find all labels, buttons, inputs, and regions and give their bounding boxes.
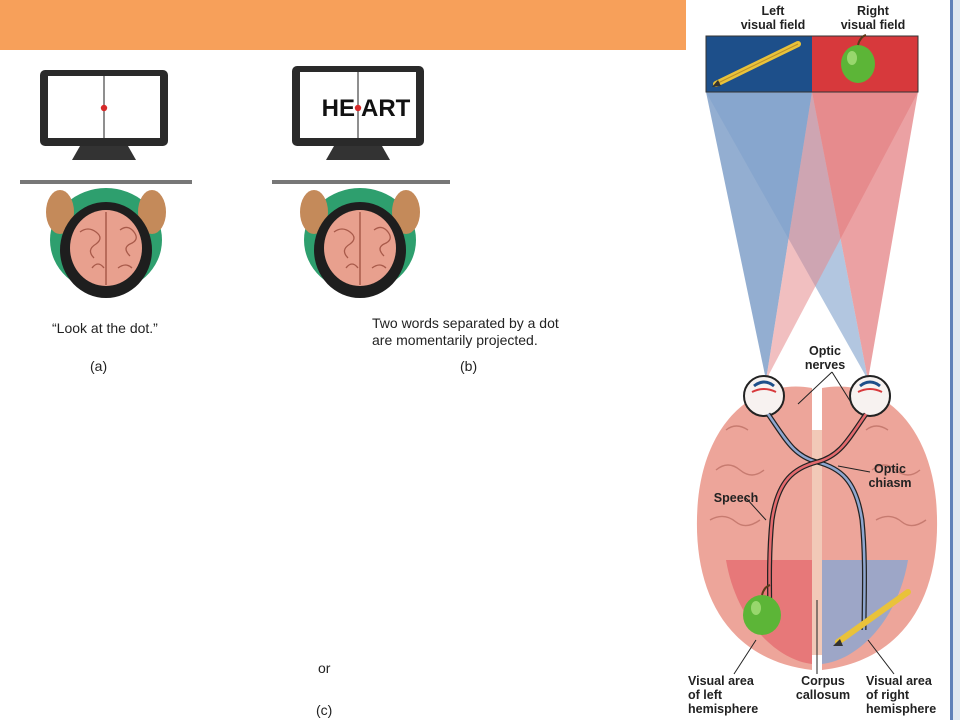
slide-edge-decoration	[950, 0, 960, 720]
panel-c-label: (c)	[316, 702, 333, 718]
header-banner	[0, 0, 686, 50]
panel-b-illustration: HE ART	[272, 66, 450, 298]
panel-a-illustration	[20, 70, 192, 298]
panel-b-caption-1: Two words separated by a dot	[372, 315, 559, 331]
apple-brain-icon	[743, 584, 781, 635]
label-speech: Speech	[713, 491, 759, 505]
corpus-callosum-band	[812, 430, 822, 655]
left-field-ray-to-right-eye	[706, 92, 868, 380]
panel-b-label: (b)	[460, 358, 478, 374]
fixation-dot	[100, 104, 108, 112]
fixation-dot-b	[354, 104, 362, 112]
panel-b-caption-2: are momentarily projected.	[372, 332, 538, 348]
visual-pathway-diagram	[686, 0, 950, 720]
pencil-icon	[712, 41, 801, 87]
panel-a-label: (a)	[90, 358, 108, 374]
pencil-brain-icon	[833, 589, 911, 646]
panel-a-instruction: “Look at the dot.”	[52, 320, 158, 336]
left-eye-icon	[743, 375, 785, 417]
apple-icon	[841, 34, 875, 83]
screen-word-right: ART	[361, 95, 411, 122]
screen-word-left: HE	[322, 95, 355, 122]
panel-c-or: or	[318, 660, 331, 676]
right-field-ray-to-right-eye	[812, 92, 918, 380]
right-eye-icon	[849, 375, 891, 417]
